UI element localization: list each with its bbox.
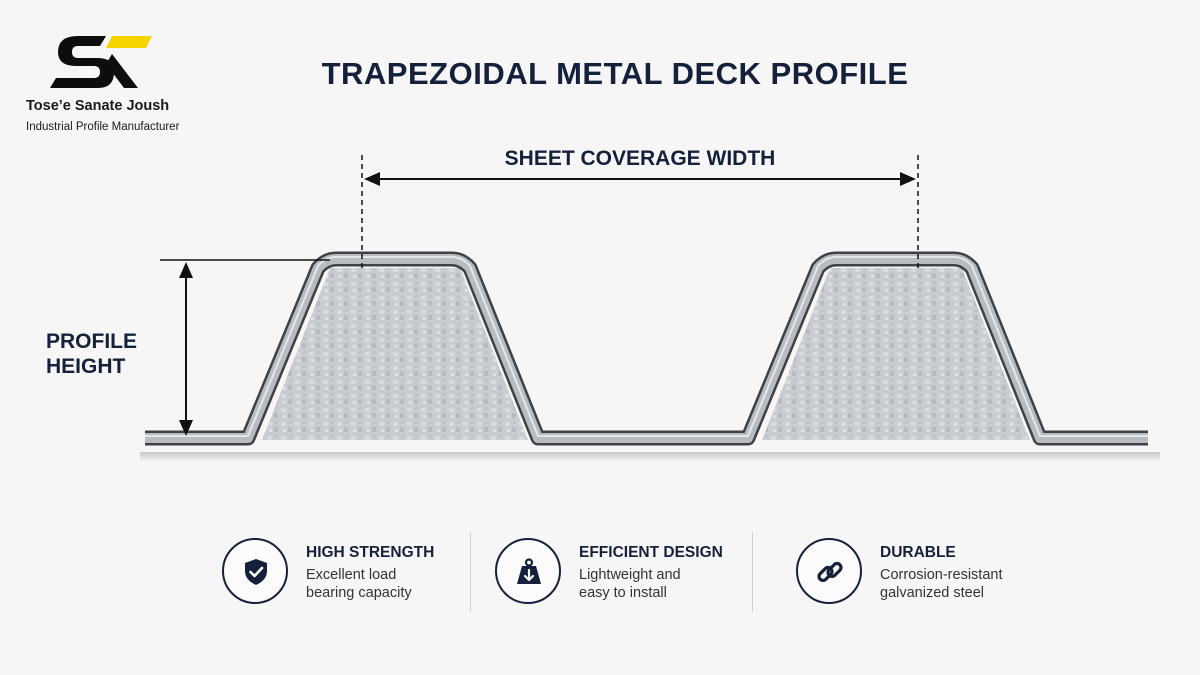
- weight-down-arrow-icon: [517, 558, 541, 584]
- brand-name: Tose’e Sanate Joush: [26, 98, 170, 114]
- chain-link-icon: [817, 561, 843, 583]
- profile-height-label-line2: HEIGHT: [46, 355, 126, 378]
- feature-description-line1: Excellent load: [306, 567, 397, 583]
- feature-title: DURABLE: [880, 544, 956, 561]
- feature-title: EFFICIENT DESIGN: [579, 544, 723, 561]
- feature-icon-circle: [796, 538, 862, 604]
- feature-description-line1: Corrosion-resistant: [880, 567, 1003, 583]
- feature-divider: [752, 532, 753, 612]
- company-logo: [50, 36, 152, 88]
- rib-2-face: [762, 268, 1030, 440]
- feature-description: Lightweight and easy to install: [579, 566, 681, 602]
- feature-icon-circle: [495, 538, 561, 604]
- brand-tagline: Industrial Profile Manufacturer: [26, 121, 180, 133]
- profile-height-label: PROFILE HEIGHT: [46, 329, 137, 379]
- feature-description-line2: bearing capacity: [306, 585, 412, 601]
- feature-divider: [470, 532, 471, 612]
- coverage-arrow-left: [364, 172, 380, 186]
- coverage-arrow-right: [900, 172, 916, 186]
- page-title: TRAPEZOIDAL METAL DECK PROFILE: [321, 56, 909, 91]
- shield-check-icon: [245, 559, 267, 585]
- feature-description: Excellent load bearing capacity: [306, 566, 412, 602]
- height-arrow-bottom: [179, 420, 193, 436]
- feature-icon-circle: [222, 538, 288, 604]
- feature-description-line2: galvanized steel: [880, 585, 984, 601]
- feature-title: HIGH STRENGTH: [306, 544, 435, 561]
- feature-description-line2: easy to install: [579, 585, 667, 601]
- sheet-shadow: [140, 452, 1160, 462]
- rib-1-face: [262, 268, 528, 440]
- feature-description: Corrosion-resistant galvanized steel: [880, 566, 1003, 602]
- profile-height-label-line1: PROFILE: [46, 330, 138, 353]
- coverage-width-label: SHEET COVERAGE WIDTH: [504, 147, 776, 170]
- height-arrow-top: [179, 262, 193, 278]
- feature-description-line1: Lightweight and: [579, 567, 681, 583]
- deck-profile-diagram: [140, 155, 1160, 462]
